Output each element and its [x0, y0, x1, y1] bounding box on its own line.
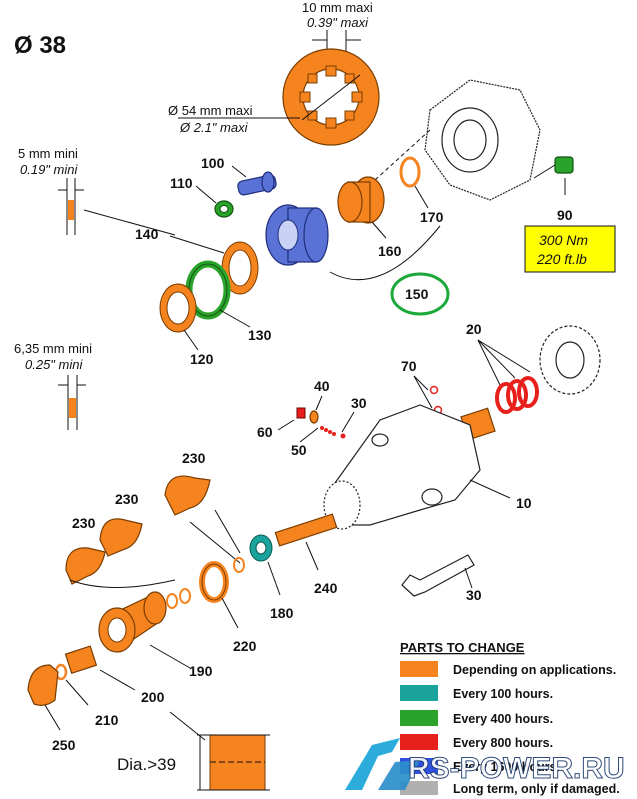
thickness-upper-imperial: 0.19" mini: [20, 162, 78, 177]
thickness-annotation-upper: 5 mm mini 0.19" mini: [18, 146, 176, 236]
diameter-annotation: Ø 54 mm maxi Ø 2.1" maxi: [168, 103, 300, 135]
legend-item-text: Every 400 hours.: [453, 712, 553, 726]
ring-part-210: 210: [54, 663, 119, 728]
part-250-label: 250: [52, 737, 76, 753]
pump-housing-top: [374, 79, 541, 201]
part-200-label: 200: [141, 689, 165, 705]
dia-spec-block: Dia.>39: [117, 711, 270, 791]
torque-box: 300 Nm 220 ft.lb: [524, 225, 616, 273]
part-50-label: 50: [291, 442, 307, 458]
fitting-part-90: 90: [533, 156, 574, 223]
legend-item-text: Depending on applications.: [453, 663, 616, 677]
part-220-label: 220: [233, 638, 257, 654]
valve-parts-group: 40 30 60 50: [257, 378, 367, 458]
thickness-upper-metric: 5 mm mini: [18, 146, 78, 161]
dia-spec-label: Dia.>39: [117, 755, 176, 774]
thickness-annotation-lower: 6,35 mm mini 0.25" mini: [14, 341, 92, 430]
o-rings-part-20: 20: [466, 321, 539, 414]
thickness-lower-imperial: 0.25" mini: [25, 357, 83, 372]
legend-item-grey: Long term, only if damaged.: [400, 781, 620, 796]
shaft-part-240: 240: [274, 513, 338, 596]
part-70-label: 70: [401, 358, 417, 374]
part-210-label: 210: [95, 712, 119, 728]
parts-legend: PARTS TO CHANGE Depending on application…: [400, 640, 620, 796]
part-140-label: 140: [135, 226, 159, 242]
part-120-label: 120: [190, 351, 214, 367]
lip-seal-part-230-top: 230: [164, 450, 241, 564]
part-30-label-bottom: 30: [466, 587, 482, 603]
shaft-part-100: 100: [201, 155, 277, 196]
lip-seal-part-230-left: 230: [65, 515, 176, 588]
diameter-metric-label: Ø 54 mm maxi: [168, 103, 253, 118]
snap-ring-part-170: 170: [399, 156, 444, 225]
part-230-label-c: 230: [72, 515, 96, 531]
part-190-label: 190: [189, 663, 213, 679]
legend-item-text: Long term, only if damaged.: [453, 782, 620, 796]
needle-bearing-part-160: 160: [337, 176, 402, 259]
part-60-label: 60: [257, 424, 273, 440]
torque-metric: 300 Nm: [539, 232, 588, 248]
part-240-label: 240: [314, 580, 338, 596]
part-130-label: 130: [248, 327, 272, 343]
gear-cluster-blue: [265, 204, 329, 266]
legend-item-text: Every 100 hours.: [453, 687, 553, 701]
diameter-imperial-label: Ø 2.1" maxi: [179, 120, 249, 135]
gear-line-art-right: [539, 325, 601, 395]
part-160-label: 160: [378, 243, 402, 259]
watermark-text: RS-POWER.RU: [408, 752, 625, 785]
width-imperial-label: 0.39" maxi: [307, 15, 369, 30]
bush-part-200: 200: [64, 645, 165, 705]
bush-part-110: 110: [170, 175, 234, 218]
part-180-label: 180: [270, 605, 294, 621]
seal-ring-part-140: 140: [135, 226, 259, 295]
legend-item-green: Every 400 hours.: [400, 710, 553, 726]
legend-heading: PARTS TO CHANGE: [400, 640, 525, 655]
torque-imperial: 220 ft.lb: [536, 251, 587, 267]
main-housing-part-10: 10: [323, 404, 532, 530]
part-100-label: 100: [201, 155, 225, 171]
part-230-label-a: 230: [182, 450, 206, 466]
legend-item-text: Every 1600 hours.: [453, 760, 560, 774]
watermark: RS-POWER.RU: [345, 738, 625, 790]
ring-part-180: 180: [249, 534, 294, 621]
legend-item-text: Every 800 hours.: [453, 736, 553, 750]
lip-seal-part-230-middle: 230: [99, 491, 143, 557]
part-90-label: 90: [557, 207, 573, 223]
cap-part-250: 250: [27, 664, 76, 753]
bearing-part-220: 220: [199, 561, 257, 654]
part-150-callout: 150: [329, 225, 450, 316]
part-20-label: 20: [466, 321, 482, 337]
legend-item-orange: Depending on applications.: [400, 661, 616, 677]
washer-part-120: 120: [159, 283, 214, 367]
legend-item-red: Every 800 hours.: [400, 734, 553, 750]
part-40-label: 40: [314, 378, 330, 394]
diameter-title: Ø 38: [14, 32, 66, 59]
legend-item-teal: Every 100 hours.: [400, 685, 553, 701]
part-170-label: 170: [420, 209, 444, 225]
bolt-part-30: 30: [401, 554, 482, 603]
part-30-label-top: 30: [351, 395, 367, 411]
sleeve-part-190: 190: [98, 591, 213, 679]
part-110-label: 110: [170, 175, 193, 191]
thickness-lower-metric: 6,35 mm mini: [14, 341, 92, 356]
top-dimension-annotation: 10 mm maxi 0.39" maxi: [302, 0, 373, 52]
part-150-label: 150: [405, 286, 429, 302]
part-230-label-b: 230: [115, 491, 139, 507]
part-10-label: 10: [516, 495, 532, 511]
small-o-rings-part-70: 70: [401, 358, 443, 415]
width-metric-label: 10 mm maxi: [302, 0, 373, 15]
small-rings: [166, 557, 245, 609]
spline-ring-gear: [282, 48, 380, 146]
